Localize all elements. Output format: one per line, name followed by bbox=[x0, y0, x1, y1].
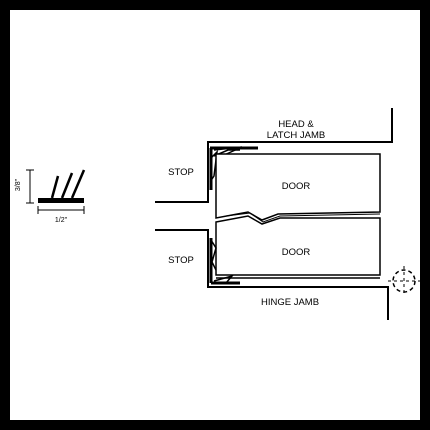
profile-base bbox=[38, 198, 84, 203]
door-label-top: DOOR bbox=[282, 181, 311, 192]
profile-fin-long bbox=[70, 169, 86, 199]
head-latch-jamb bbox=[155, 108, 393, 203]
bottom-stop-weatherstrip bbox=[209, 238, 380, 285]
latch-jamb-outline bbox=[155, 108, 393, 203]
stop-label-top: STOP bbox=[168, 167, 194, 178]
top-strip-fin-a bbox=[213, 146, 243, 157]
dim-width-label: 1/2" bbox=[55, 217, 68, 224]
bottom-strip-fin bbox=[213, 274, 235, 284]
profile-fin-short bbox=[50, 175, 60, 199]
hinge-jamb bbox=[155, 229, 389, 320]
door-top-break-line bbox=[225, 212, 381, 223]
head-latch-label-line1: HEAD & bbox=[278, 119, 314, 130]
door-bottom bbox=[215, 215, 381, 276]
door-top bbox=[215, 153, 381, 221]
profile-fin-mid bbox=[60, 172, 74, 199]
weatherstrip-profile bbox=[26, 169, 86, 214]
dim-height-label: 3/8" bbox=[15, 178, 22, 191]
hinge-jamb-outline bbox=[155, 229, 389, 320]
stop-label-bottom: STOP bbox=[168, 255, 194, 266]
hinge-icon bbox=[388, 266, 420, 296]
bottom-stop-fin bbox=[210, 239, 217, 271]
door-label-bottom: DOOR bbox=[282, 247, 311, 258]
head-latch-label-line2: LATCH JAMB bbox=[267, 130, 325, 141]
hinge-jamb-label: HINGE JAMB bbox=[261, 297, 319, 308]
